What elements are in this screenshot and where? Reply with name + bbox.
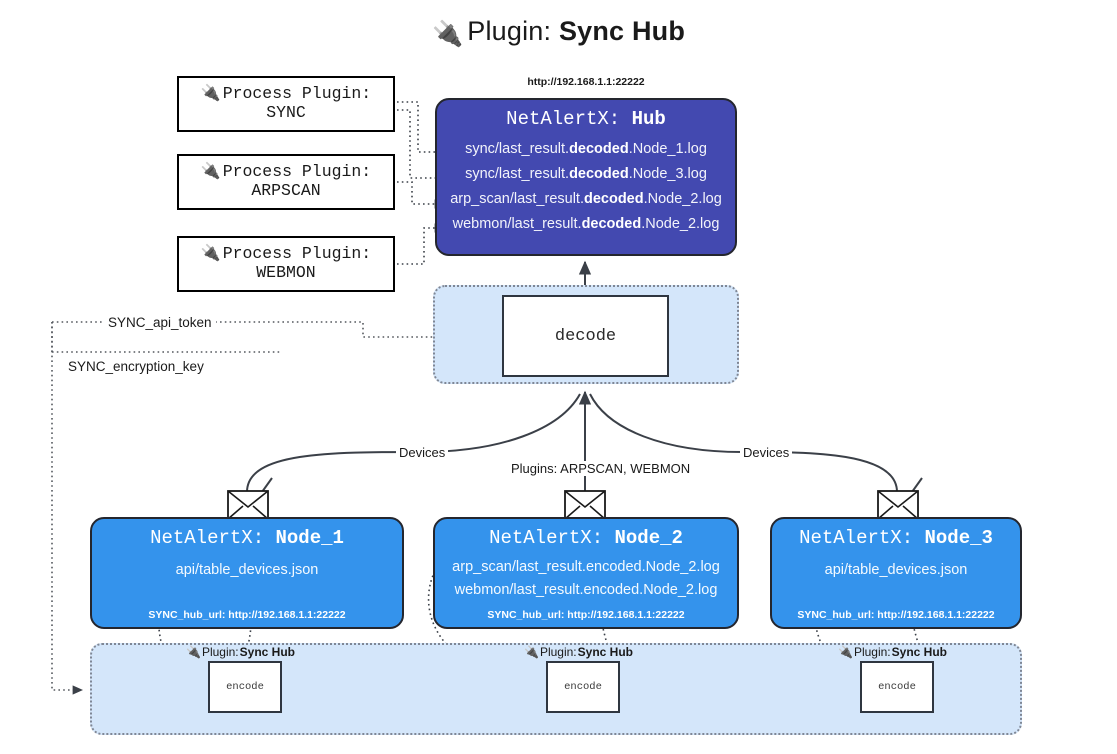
process-plugin-arpscan-box[interactable]: 🔌 Process Plugin: ARPSCAN — [177, 154, 395, 210]
envelope-icon-group — [227, 490, 919, 520]
encode-caption-node-2: 🔌Plugin: Sync Hub — [524, 645, 633, 659]
encode-box-node-3[interactable]: encode — [860, 661, 934, 713]
node-title-lead: NetAlertX: — [150, 527, 276, 549]
plug-icon: 🔌 — [200, 245, 221, 264]
sync-encryption-key-label: SYNC_encryption_key — [64, 359, 208, 374]
plug-icon: 🔌 — [200, 85, 221, 104]
envelope-icon — [227, 490, 269, 520]
encode-caption-strong: Sync Hub — [891, 645, 947, 659]
encode-box-node-1[interactable]: encode — [208, 661, 282, 713]
process-plugin-label: Process Plugin: — [222, 162, 372, 182]
node-payload-lines: arp_scan/last_result.encoded.Node_2.log … — [435, 556, 737, 603]
edge-envelope1-stem — [261, 477, 273, 493]
encode-caption-node-1: 🔌Plugin: Sync Hub — [186, 645, 295, 659]
edge-label-devices-right: Devices — [740, 445, 793, 460]
node-title-strong: Node_2 — [614, 527, 683, 549]
hub-title: NetAlertX: Hub — [437, 108, 735, 130]
node-payload-lines: api/table_devices.json — [772, 559, 1020, 582]
hub-box[interactable]: NetAlertX: Hub sync/last_result.decoded.… — [435, 98, 737, 256]
plug-icon: 🔌 — [186, 645, 201, 659]
edge-label-plugins-center: Plugins: ARPSCAN, WEBMON — [508, 461, 694, 476]
plug-icon: 🔌 — [524, 645, 539, 659]
edge-label-devices-left: Devices — [396, 445, 449, 460]
process-plugin-label: Process Plugin: — [222, 84, 372, 104]
hub-log-line: sync/last_result.decoded.Node_1.log — [465, 141, 707, 157]
edge-node1-to-decode — [246, 393, 581, 493]
node-title-strong: Node_3 — [924, 527, 993, 549]
hub-title-lead: NetAlertX: — [506, 108, 632, 130]
process-plugin-sync-box[interactable]: 🔌 Process Plugin: SYNC — [177, 76, 395, 132]
hub-title-strong: Hub — [631, 108, 666, 130]
process-plugin-name: SYNC — [266, 103, 306, 122]
node-title-strong: Node_1 — [275, 527, 344, 549]
plug-icon: 🔌 — [431, 20, 464, 48]
encode-caption-lead: Plugin: — [853, 645, 891, 659]
hub-url-label: http://192.168.1.1:22222 — [527, 76, 645, 88]
edge-node3-to-decode — [589, 393, 898, 493]
node-hub-url-label: SYNC_hub_url: http://192.168.1.1:22222 — [148, 609, 346, 621]
edge-arpscan-to-hub-log3 — [397, 181, 446, 209]
node-hub-url-label: SYNC_hub_url: http://192.168.1.1:22222 — [797, 609, 995, 621]
encode-caption-lead: Plugin: — [201, 645, 239, 659]
hub-log-line: sync/last_result.decoded.Node_3.log — [465, 166, 707, 183]
edge-envelope3-stem — [911, 477, 923, 493]
sync-api-token-label: SYNC_api_token — [104, 315, 216, 330]
node-payload-line: api/table_devices.json — [175, 562, 319, 578]
edge-encryption-key-to-encode-zone — [51, 322, 84, 695]
process-plugin-name: ARPSCAN — [251, 181, 321, 200]
hub-log-line: arp_scan/last_result.decoded.Node_2.log — [450, 191, 722, 208]
edge-sync-to-hub-log1 — [397, 101, 450, 157]
plug-icon: 🔌 — [200, 163, 221, 182]
node-payload-line: webmon/last_result.encoded.Node_2.log — [454, 582, 718, 599]
encode-caption-lead: Plugin: — [539, 645, 577, 659]
process-plugin-name: WEBMON — [256, 263, 316, 282]
encode-caption-strong: Sync Hub — [239, 645, 295, 659]
node-payload-line: arp_scan/last_result.encoded.Node_2.log — [452, 559, 720, 575]
node-box-node-3[interactable]: NetAlertX: Node_3 api/table_devices.json… — [770, 517, 1022, 629]
edge-webmon-to-hub-log4 — [397, 223, 446, 265]
node-title-lead: NetAlertX: — [489, 527, 615, 549]
hub-log-line: webmon/last_result.decoded.Node_2.log — [452, 216, 720, 233]
node-hub-url-label: SYNC_hub_url: http://192.168.1.1:22222 — [487, 609, 685, 621]
node-payload-line: api/table_devices.json — [824, 562, 968, 578]
encode-caption-strong: Sync Hub — [577, 645, 633, 659]
node-title: NetAlertX: Node_1 — [92, 527, 402, 549]
page-title-lead: Plugin: — [467, 16, 559, 46]
page-title-strong: Sync Hub — [558, 16, 686, 46]
encode-box-node-2[interactable]: encode — [546, 661, 620, 713]
plug-icon: 🔌 — [838, 645, 853, 659]
page-title: 🔌Plugin: Sync Hub — [0, 16, 1117, 49]
node-box-node-2[interactable]: NetAlertX: Node_2 arp_scan/last_result.e… — [433, 517, 739, 629]
envelope-icon — [877, 490, 919, 520]
node-title: NetAlertX: Node_3 — [772, 527, 1020, 549]
process-plugin-webmon-box[interactable]: 🔌 Process Plugin: WEBMON — [177, 236, 395, 292]
process-plugin-label: Process Plugin: — [222, 244, 372, 264]
node-title-lead: NetAlertX: — [799, 527, 925, 549]
encode-caption-node-3: 🔌Plugin: Sync Hub — [838, 645, 947, 659]
decode-box[interactable]: decode — [502, 295, 669, 377]
node-payload-lines: api/table_devices.json — [92, 559, 402, 582]
envelope-icon — [564, 490, 606, 520]
node-title: NetAlertX: Node_2 — [435, 527, 737, 549]
node-box-node-1[interactable]: NetAlertX: Node_1 api/table_devices.json… — [90, 517, 404, 629]
